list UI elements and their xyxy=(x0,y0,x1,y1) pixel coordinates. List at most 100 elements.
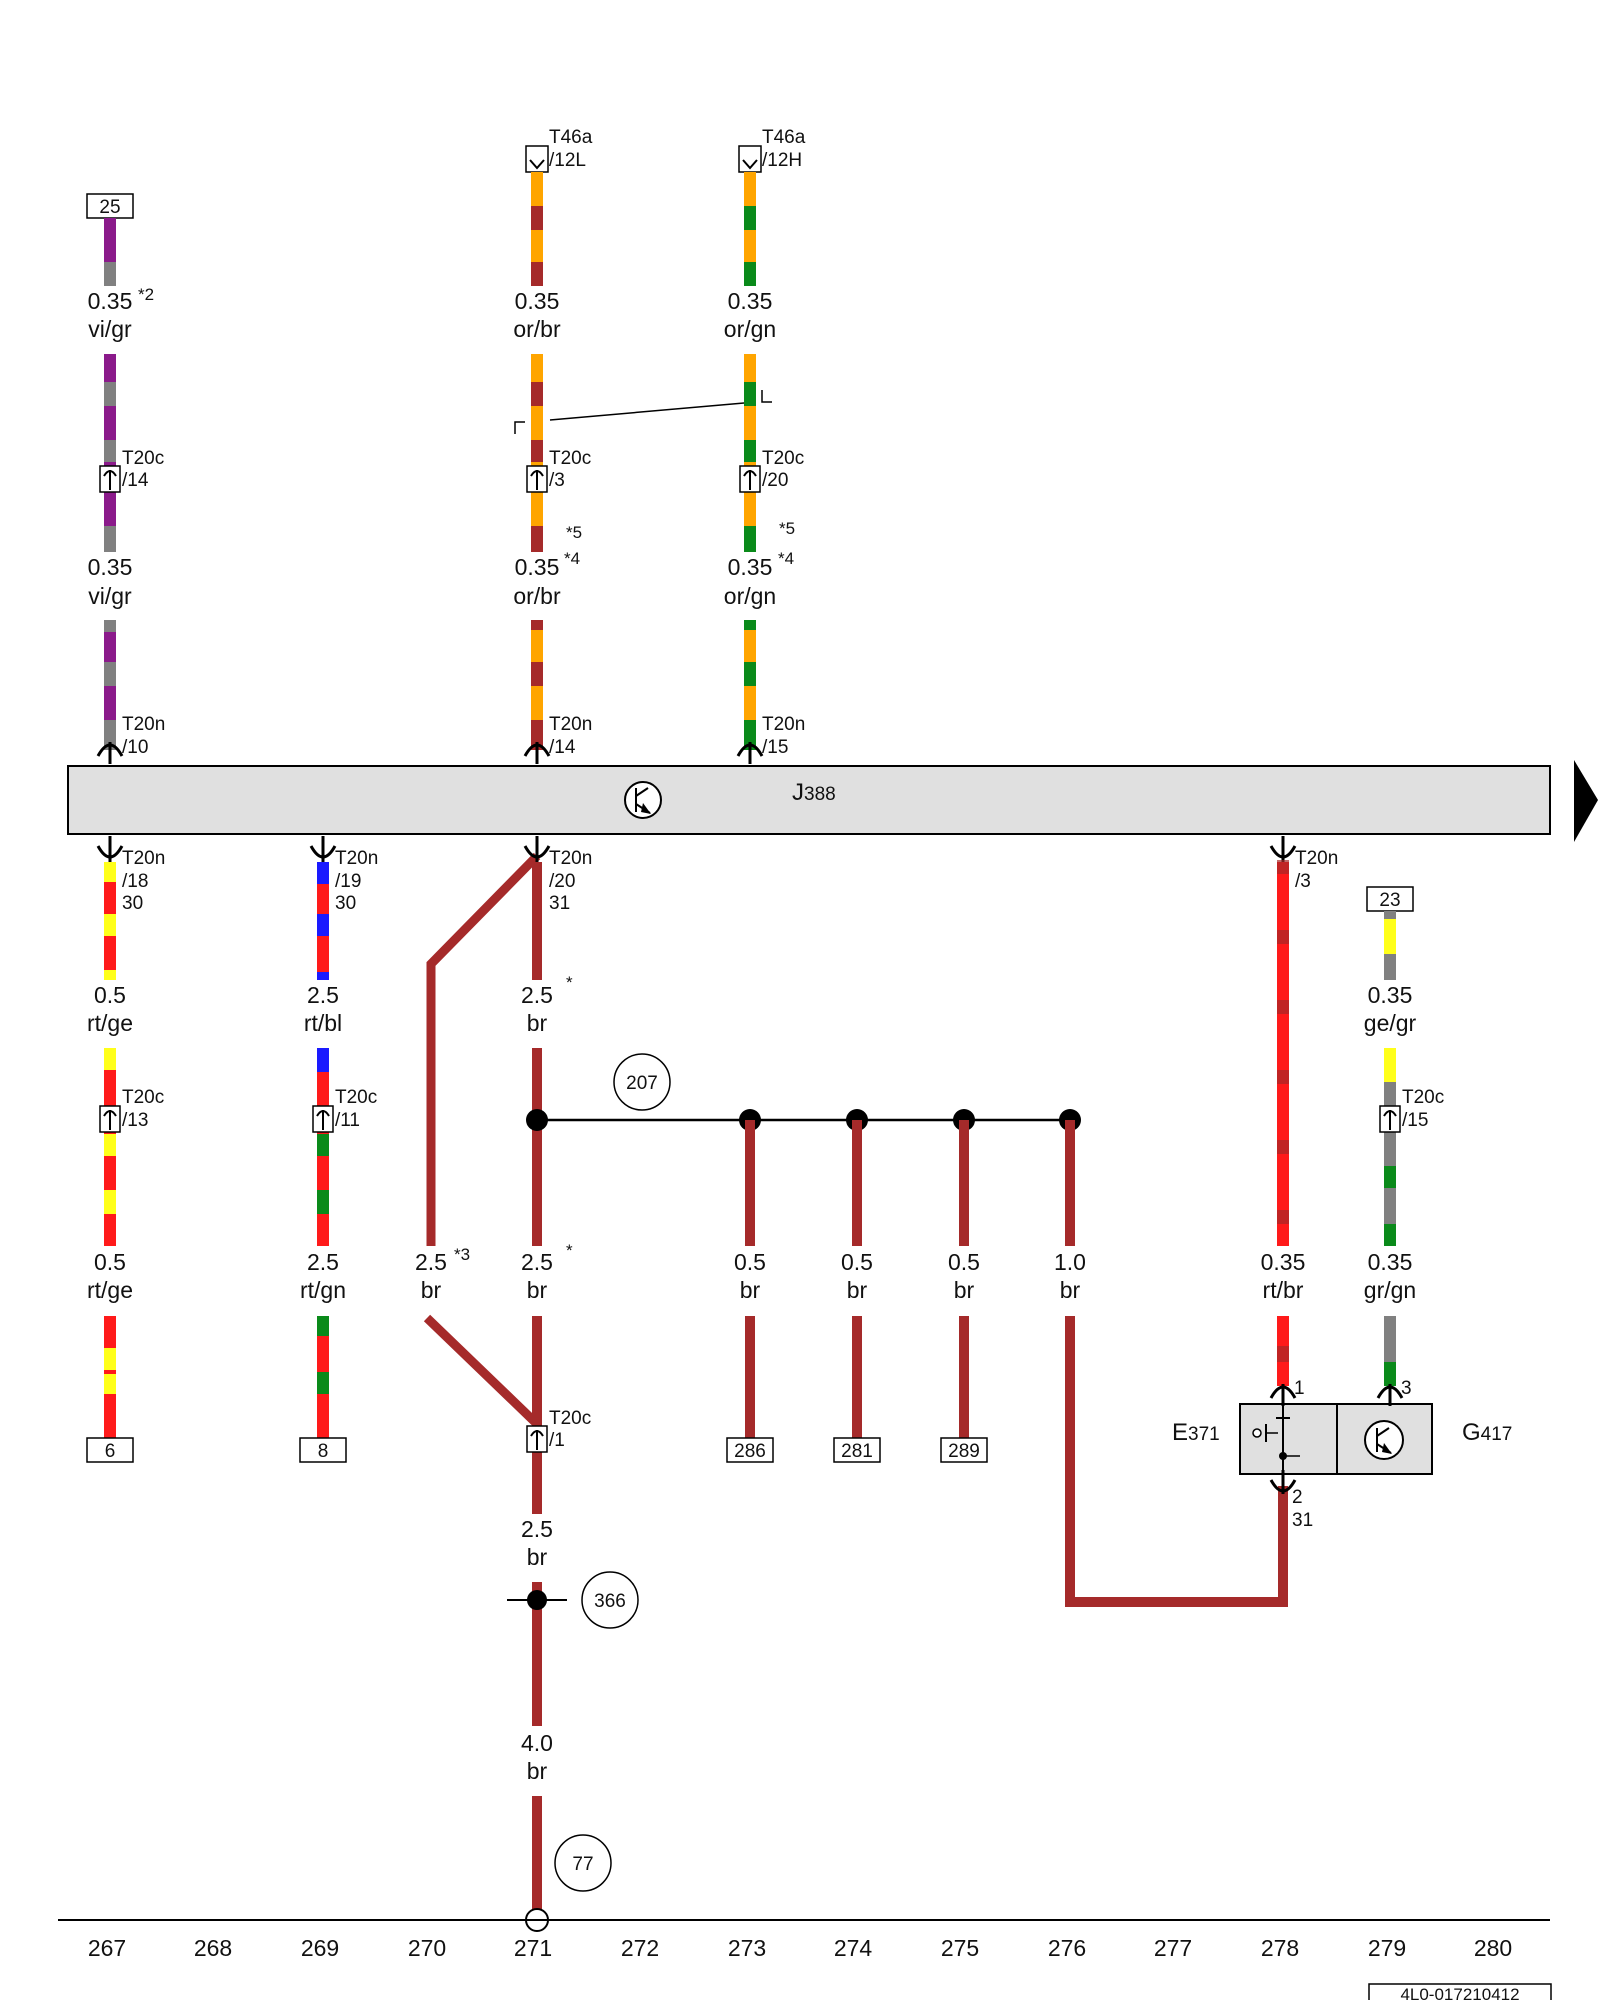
wire-color: or/br xyxy=(513,316,561,342)
reference-box xyxy=(726,1437,774,1463)
wire-color: br xyxy=(421,1277,442,1303)
reference-box xyxy=(86,1437,134,1463)
wire-size: 0.35 xyxy=(88,288,133,314)
wire-color: rt/bl xyxy=(304,1010,342,1036)
wire-color: br xyxy=(1060,1277,1081,1303)
wire-color: br xyxy=(527,1010,548,1036)
connector-pin: /1 xyxy=(549,1430,565,1451)
wire-stripe xyxy=(104,262,116,286)
connector-name: T20c xyxy=(122,1087,164,1108)
wire-note: *4 xyxy=(564,549,580,568)
reference-box xyxy=(940,1437,988,1463)
component-name: J388 xyxy=(792,779,836,806)
wire-size: 0.5 xyxy=(948,1249,980,1275)
track-number: 268 xyxy=(194,1935,232,1961)
connector-pin: /18 xyxy=(122,871,148,892)
connector-name: T20n xyxy=(762,714,805,735)
track-number: 280 xyxy=(1474,1935,1512,1961)
reference-number: 8 xyxy=(318,1441,329,1462)
pin-socket xyxy=(309,836,337,862)
wire-stripe xyxy=(104,970,116,980)
pin-number: 3 xyxy=(1401,1378,1412,1399)
wire-color: br xyxy=(527,1758,548,1784)
splice-bus-207 xyxy=(526,1109,1081,1131)
pin-socket xyxy=(1376,1384,1404,1406)
track-number: 270 xyxy=(408,1935,446,1961)
wire-stripe xyxy=(317,862,329,884)
connector-name: T20n xyxy=(335,848,378,869)
wire-stripe xyxy=(744,206,756,230)
track-number: 279 xyxy=(1368,1935,1406,1961)
wire-stripe xyxy=(317,1134,329,1156)
wire-stripe xyxy=(317,1190,329,1214)
ground-branch-276: 1.0 br xyxy=(1054,1120,1288,1607)
wire-note: *5 xyxy=(566,523,582,542)
connector-pin: /15 xyxy=(762,737,788,758)
ground-point-dot xyxy=(527,1590,547,1610)
wire-note: *3 xyxy=(454,1245,470,1264)
wire-stripe xyxy=(104,1134,116,1156)
transistor-icon xyxy=(1364,1420,1404,1460)
pin-socket xyxy=(1269,1384,1297,1406)
wire-color: or/gn xyxy=(724,316,776,342)
pin-socket xyxy=(523,742,551,764)
wire-top-track-273: T46a /12H 0.35 or/gn T20c /20 *5 0.35 *4… xyxy=(724,127,806,764)
wire-stripe xyxy=(1384,1048,1396,1082)
wire-color: br xyxy=(527,1277,548,1303)
svg-text:77: 77 xyxy=(572,1854,593,1875)
wire-note: * xyxy=(566,973,573,992)
terminal-number: 30 xyxy=(122,893,143,914)
reference-number: 281 xyxy=(841,1441,873,1462)
connector-pin: /15 xyxy=(1402,1110,1428,1131)
wire-stripe xyxy=(1384,954,1396,980)
wire-stripe xyxy=(531,526,543,552)
pin-socket xyxy=(1269,836,1297,862)
wire-color: br xyxy=(847,1277,868,1303)
wire-size: 0.35 xyxy=(728,288,773,314)
connector-pin: /14 xyxy=(549,737,576,758)
connector-symbol xyxy=(1379,1105,1401,1133)
wire-stripe xyxy=(531,206,543,230)
wire-note: *5 xyxy=(779,519,795,538)
reference-box xyxy=(299,1437,347,1463)
wire-size: 0.35 xyxy=(1368,982,1413,1008)
track-numbers: 267 268 269 270 271 272 273 274 275 276 … xyxy=(88,1935,1512,1961)
pin-number: 1 xyxy=(1294,1378,1305,1399)
connector-name: T20c xyxy=(122,448,164,469)
transistor-icon xyxy=(624,781,662,819)
connector-pin: /19 xyxy=(335,871,361,892)
wire-color: vi/gr xyxy=(88,583,132,609)
connector-pin: /12H xyxy=(762,150,802,171)
wire-color: rt/ge xyxy=(87,1010,133,1036)
wire-stripe xyxy=(531,262,543,286)
wire-segment xyxy=(317,1048,329,1072)
wire-color: br xyxy=(740,1277,761,1303)
wire-segment xyxy=(532,1048,542,1246)
wire-stripe xyxy=(744,440,756,462)
wire-color: rt/br xyxy=(1263,1277,1304,1303)
wire-size: 4.0 xyxy=(521,1730,553,1756)
wire-color: br xyxy=(954,1277,975,1303)
connector-name: T20n xyxy=(549,714,592,735)
wire-color: or/br xyxy=(513,583,561,609)
connector-name: T20c xyxy=(762,448,804,469)
wire-stripe xyxy=(317,1372,329,1394)
wire-segment xyxy=(532,1316,542,1514)
wire-color: rt/ge xyxy=(87,1277,133,1303)
wire-size: 2.5 xyxy=(307,982,339,1008)
connector-pin: /14 xyxy=(122,470,149,491)
connector-pin: /3 xyxy=(549,470,565,491)
connector-symbol xyxy=(99,465,121,493)
wire-size: 0.35 xyxy=(1368,1249,1413,1275)
wire-stripe xyxy=(104,662,116,686)
wire-bottom-track-267: T20n /18 30 0.5 rt/ge T20c /13 0.5 rt/ge… xyxy=(86,836,165,1463)
circled-ref-77: 77 xyxy=(554,1834,612,1892)
wire-stripe xyxy=(104,1374,116,1394)
wire-size: 0.5 xyxy=(94,982,126,1008)
wire-stripe xyxy=(1277,1346,1289,1362)
circled-ref-366: 366 xyxy=(581,1571,639,1629)
wire-stripe xyxy=(104,1190,116,1214)
connector-name: T20n xyxy=(122,714,165,735)
wire-segment xyxy=(745,1316,755,1438)
wire-note: *4 xyxy=(778,549,794,568)
